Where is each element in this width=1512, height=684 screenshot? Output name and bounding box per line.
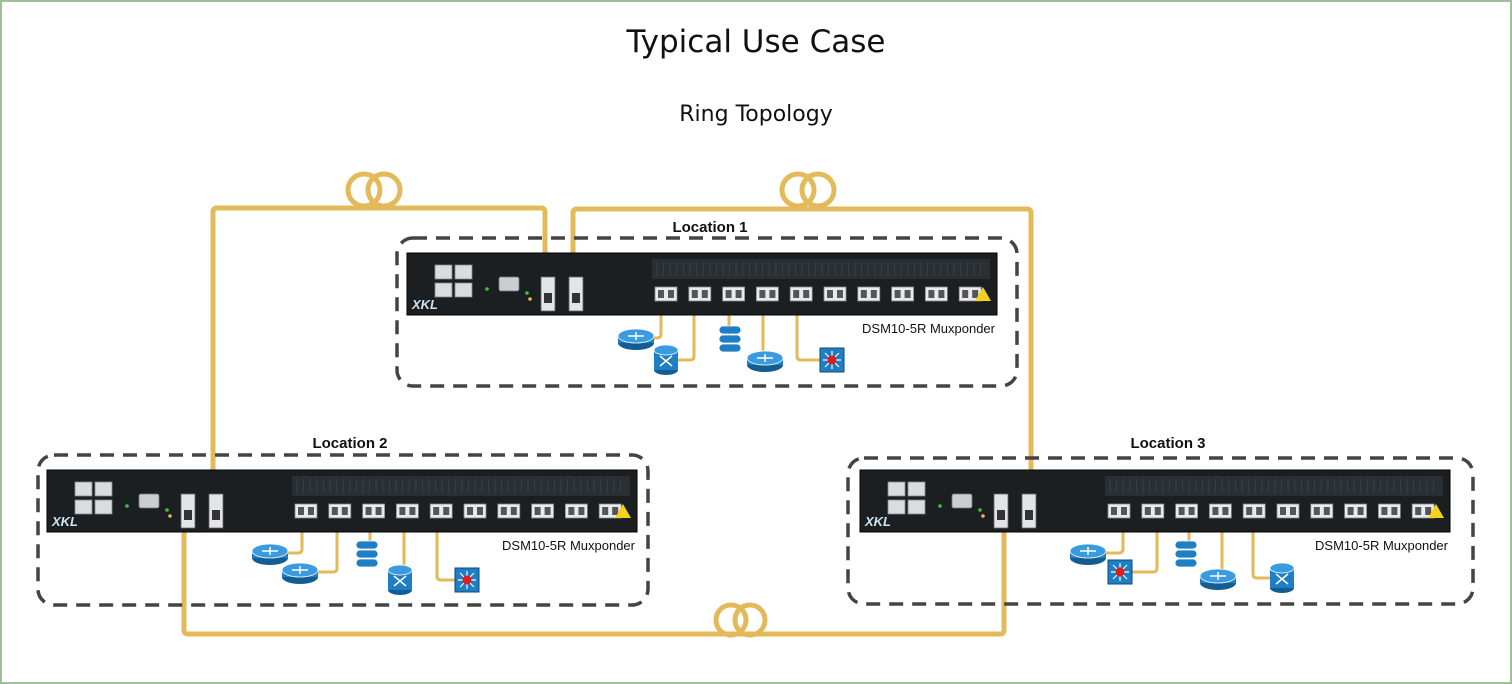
client-wire bbox=[270, 518, 304, 555]
client-wire bbox=[636, 301, 663, 340]
location-3: Location 3 XKL DSM10-5R Muxponder bbox=[846, 435, 1475, 606]
location-boundary bbox=[36, 453, 650, 607]
router-icon bbox=[1199, 568, 1237, 590]
muxponder-chassis: XKL bbox=[859, 469, 1451, 533]
client-wire bbox=[435, 518, 467, 582]
fiber-link-loc1-loc2 bbox=[210, 205, 548, 523]
device-model-label: DSM10-5R Muxponder bbox=[1315, 538, 1449, 553]
client-wire bbox=[1251, 518, 1282, 580]
router-icon bbox=[1069, 543, 1107, 565]
location-label: Location 3 bbox=[1130, 435, 1205, 452]
client-wire bbox=[1088, 518, 1125, 555]
router-icon bbox=[746, 350, 784, 372]
multilayer-switch-icon bbox=[819, 347, 845, 373]
router-icon bbox=[251, 543, 289, 565]
location-label: Location 1 bbox=[672, 219, 747, 236]
location-1: Location 1 XKL DSM10-5R Muxponder bbox=[395, 219, 1019, 388]
page-subtitle: Ring Topology bbox=[679, 102, 833, 127]
device-model-label: DSM10-5R Muxponder bbox=[502, 538, 636, 553]
switch-icon bbox=[387, 564, 413, 595]
location-boundary bbox=[395, 236, 1019, 388]
switch-icon bbox=[1269, 562, 1295, 593]
warning-icon bbox=[1428, 504, 1444, 518]
brand-logo: XKL bbox=[51, 514, 78, 529]
location-boundary bbox=[846, 456, 1475, 606]
switch-icon bbox=[653, 344, 679, 375]
muxponder-chassis: XKL bbox=[406, 252, 998, 316]
fiber-link-loc2-loc3 bbox=[181, 515, 1007, 637]
client-wire bbox=[666, 301, 696, 362]
fiber-spool-icon bbox=[779, 171, 837, 209]
multilayer-switch-icon bbox=[1107, 559, 1133, 585]
client-wire bbox=[1120, 518, 1159, 574]
fiber-links bbox=[181, 205, 1034, 637]
storage-icon bbox=[355, 540, 379, 568]
brand-logo: XKL bbox=[411, 297, 438, 312]
multilayer-switch-icon bbox=[454, 567, 480, 593]
router-icon bbox=[617, 328, 655, 350]
location-label: Location 2 bbox=[312, 435, 387, 452]
fiber-spool-icon bbox=[713, 602, 768, 638]
router-icon bbox=[281, 562, 319, 584]
client-wire bbox=[795, 301, 832, 362]
fiber-link-loc1-loc3 bbox=[570, 206, 1034, 521]
storage-icon bbox=[1174, 540, 1198, 568]
location-2: Location 2 XKL DSM10-5R Muxponder bbox=[36, 435, 650, 607]
client-wire bbox=[300, 518, 339, 574]
fiber-spool-icon bbox=[345, 171, 403, 209]
storage-icon bbox=[718, 325, 742, 353]
device-model-label: DSM10-5R Muxponder bbox=[862, 321, 996, 336]
warning-icon bbox=[615, 504, 631, 518]
warning-icon bbox=[975, 287, 991, 301]
page-title: Typical Use Case bbox=[626, 24, 886, 60]
brand-logo: XKL bbox=[864, 514, 891, 529]
muxponder-chassis: XKL bbox=[46, 469, 638, 533]
